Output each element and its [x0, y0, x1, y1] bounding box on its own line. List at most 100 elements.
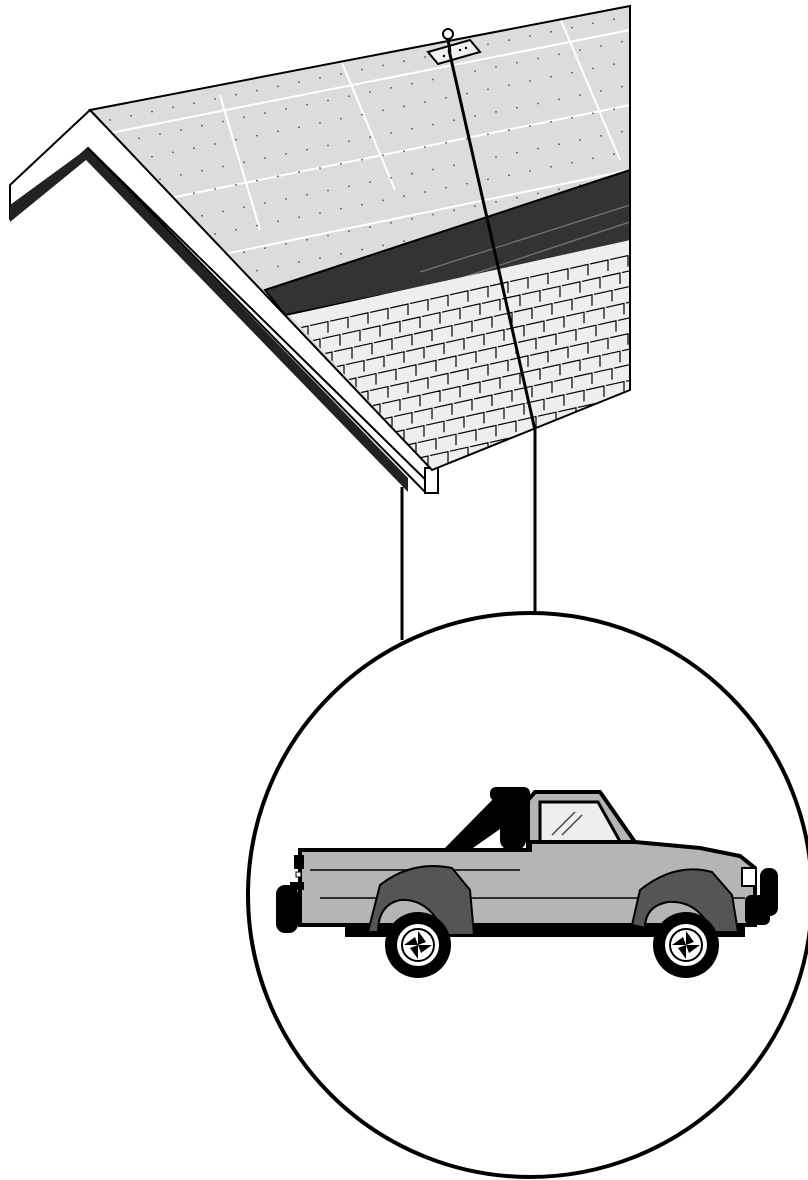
deck-nail	[529, 80, 531, 82]
deck-nail	[382, 110, 384, 112]
deck-nail	[550, 76, 552, 78]
deck-nail	[327, 145, 329, 147]
deck-nail	[264, 202, 266, 204]
deck-nail	[621, 86, 623, 88]
deck-nail	[474, 115, 476, 117]
deck-nail	[348, 140, 350, 142]
deck-nail	[508, 39, 510, 41]
deck-nail	[327, 190, 329, 192]
deck-nail	[432, 169, 434, 171]
deck-nail	[558, 53, 560, 55]
deck-nail	[529, 35, 531, 37]
deck-nail	[138, 137, 140, 139]
deck-nail	[474, 205, 476, 207]
deck-nail	[340, 253, 342, 255]
deck-nail	[579, 49, 581, 51]
deck-nail	[403, 105, 405, 107]
deck-nail	[340, 73, 342, 75]
deck-nail	[319, 212, 321, 214]
deck-nail	[201, 170, 203, 172]
deck-nail	[634, 149, 636, 151]
deck-nail	[634, 194, 636, 196]
deck-nail	[424, 56, 426, 58]
deck-nail	[516, 62, 518, 64]
deck-nail	[130, 250, 132, 252]
deck-nail	[453, 119, 455, 121]
deck-nail	[172, 152, 174, 154]
deck-nail	[159, 133, 161, 135]
deck-nail	[487, 179, 489, 181]
deck-nail	[634, 14, 636, 16]
deck-nail	[558, 143, 560, 145]
deck-nail	[613, 18, 615, 20]
deck-nail	[340, 163, 342, 165]
deck-nail	[319, 167, 321, 169]
deck-nail	[403, 150, 405, 152]
deck-nail	[516, 197, 518, 199]
deck-nail	[432, 124, 434, 126]
deck-nail	[613, 153, 615, 155]
deck-nail	[243, 206, 245, 208]
deck-nail	[403, 240, 405, 242]
deck-nail	[180, 129, 182, 131]
deck-nail	[508, 174, 510, 176]
deck-nail	[424, 101, 426, 103]
deck-nail	[306, 239, 308, 241]
deck-nail	[109, 254, 111, 256]
deck-nail	[285, 243, 287, 245]
deck-nail	[264, 157, 266, 159]
deck-nail	[235, 139, 237, 141]
deck-nail	[508, 84, 510, 86]
deck-nail	[327, 100, 329, 102]
deck-nail	[550, 31, 552, 33]
deck-nail	[592, 113, 594, 115]
deck-nail	[424, 191, 426, 193]
deck-nail	[172, 287, 174, 289]
deck-nail	[222, 211, 224, 213]
deck-nail	[411, 218, 413, 220]
deck-nail	[222, 121, 224, 123]
deck-nail	[390, 132, 392, 134]
deck-nail	[390, 87, 392, 89]
deck-nail	[180, 264, 182, 266]
deck-nail	[256, 180, 258, 182]
deck-nail	[369, 181, 371, 183]
deck-nail	[327, 235, 329, 237]
deck-nail	[382, 245, 384, 247]
deck-nail	[508, 129, 510, 131]
deck-nail	[109, 209, 111, 211]
deck-nail	[382, 65, 384, 67]
deck-nail	[117, 277, 119, 279]
deck-nail	[243, 161, 245, 163]
deck-nail	[235, 184, 237, 186]
deck-nail	[151, 156, 153, 158]
deck-nail	[382, 155, 384, 157]
deck-nail	[277, 176, 279, 178]
deck-nail	[256, 135, 258, 137]
deck-nail	[634, 59, 636, 61]
deck-nail	[474, 70, 476, 72]
deck-nail	[193, 192, 195, 194]
deck-nail	[361, 249, 363, 251]
deck-nail	[424, 146, 426, 148]
deck-nail	[340, 208, 342, 210]
deck-nail	[277, 266, 279, 268]
deck-nail	[117, 232, 119, 234]
deck-nail	[361, 159, 363, 161]
deck-nail	[495, 111, 497, 113]
deck-nail	[487, 89, 489, 91]
deck-nail	[348, 185, 350, 187]
deck-nail	[445, 97, 447, 99]
deck-nail	[151, 111, 153, 113]
deck-nail	[348, 95, 350, 97]
deck-nail	[592, 68, 594, 70]
deck-nail	[298, 216, 300, 218]
deck-nail	[298, 171, 300, 173]
deck-nail	[537, 148, 539, 150]
deck-nail	[642, 37, 644, 39]
deck-nail	[151, 291, 153, 293]
deck-nail	[445, 142, 447, 144]
deck-nail	[235, 229, 237, 231]
deck-nail	[361, 69, 363, 71]
